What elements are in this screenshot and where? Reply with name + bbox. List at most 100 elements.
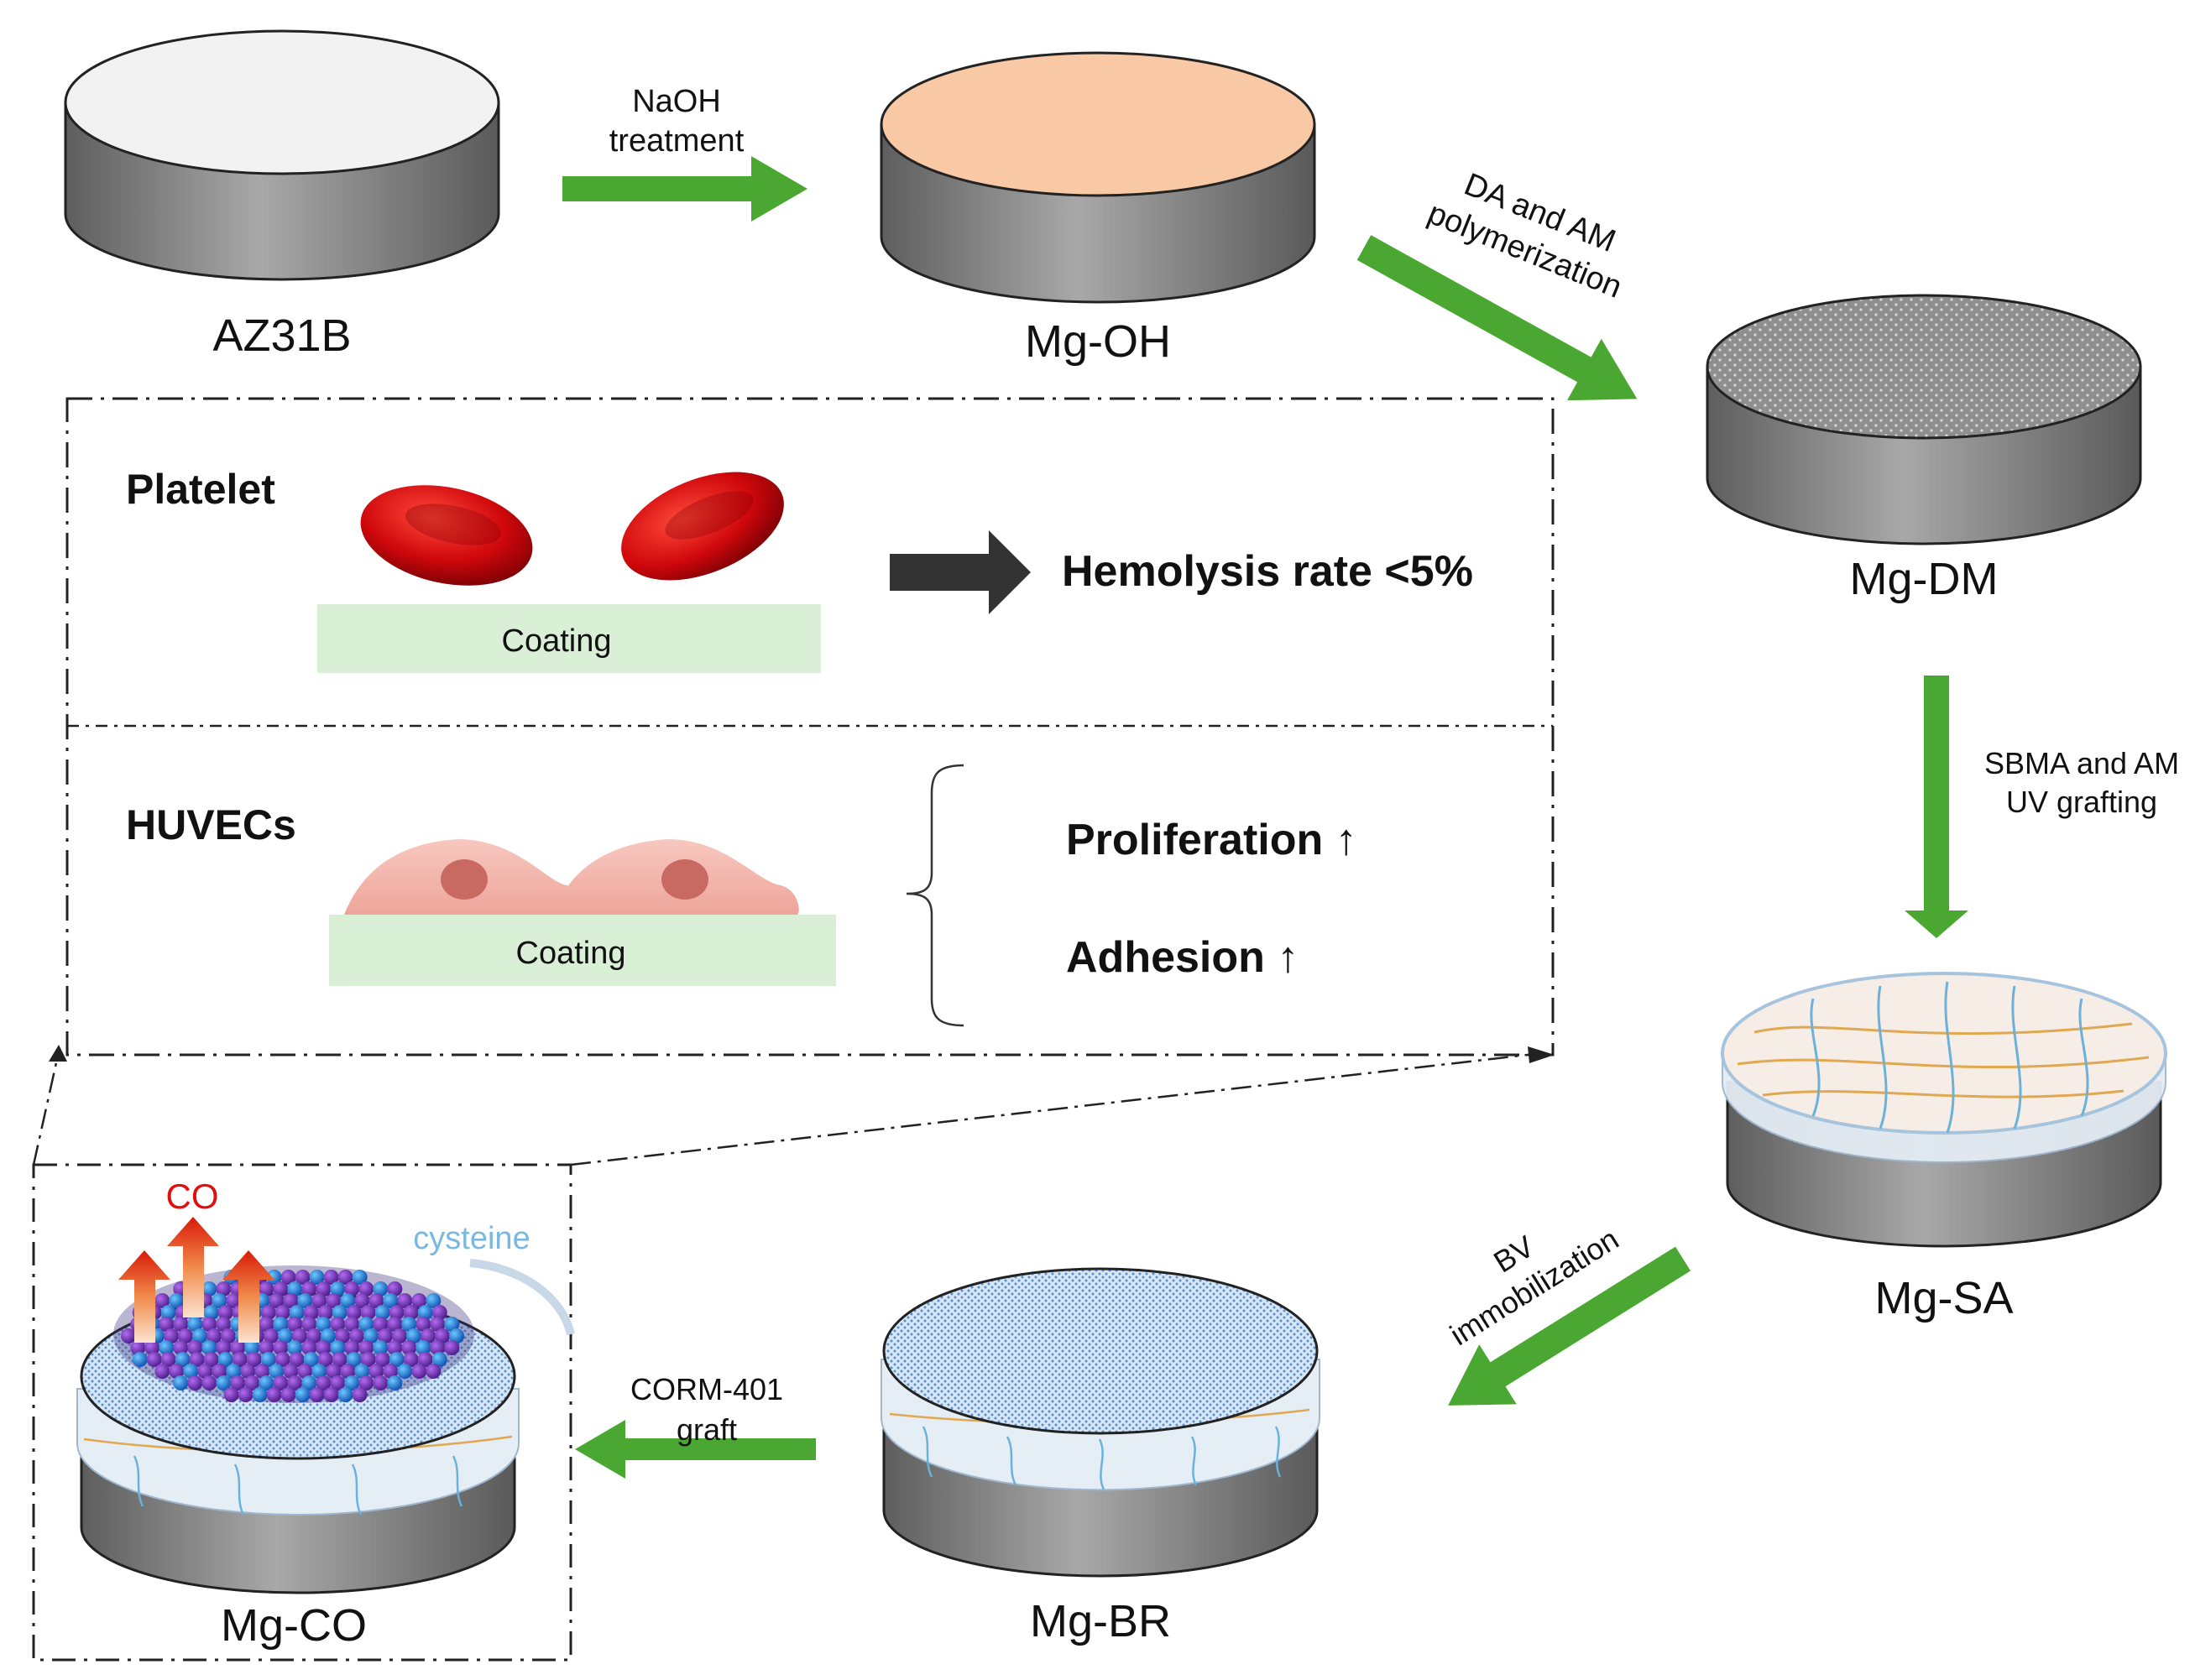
particle — [203, 1305, 219, 1320]
platelet-title: Platelet — [126, 466, 275, 513]
particle — [360, 1305, 376, 1320]
particle — [430, 1317, 446, 1332]
particle — [244, 1340, 260, 1355]
particle — [287, 1317, 303, 1332]
particle — [295, 1387, 311, 1402]
particle — [169, 1364, 185, 1379]
particle — [280, 1270, 296, 1285]
particle — [264, 1328, 279, 1343]
particle — [449, 1328, 464, 1343]
particle — [283, 1293, 299, 1308]
arrow-naoh — [562, 156, 807, 222]
particle — [159, 1317, 175, 1332]
particle — [175, 1352, 191, 1367]
particle — [259, 1375, 274, 1390]
particle — [358, 1340, 374, 1355]
particle — [444, 1317, 460, 1332]
particle — [392, 1328, 407, 1343]
particle — [387, 1340, 403, 1355]
particle — [352, 1387, 368, 1402]
particle — [216, 1281, 232, 1297]
particle — [164, 1328, 179, 1343]
particle — [352, 1270, 368, 1285]
particle — [289, 1305, 305, 1320]
label-mg-co: Mg-CO — [221, 1600, 367, 1651]
particle — [201, 1340, 217, 1355]
particle — [238, 1387, 253, 1402]
particle — [373, 1281, 389, 1297]
particle — [183, 1364, 199, 1379]
particle — [160, 1305, 176, 1320]
particle — [260, 1305, 276, 1320]
particle — [173, 1375, 189, 1390]
particle — [230, 1375, 246, 1390]
particle — [411, 1364, 427, 1379]
particle — [154, 1293, 170, 1308]
particle — [266, 1270, 282, 1285]
particle — [373, 1340, 389, 1355]
particle — [387, 1375, 403, 1390]
particle — [368, 1364, 384, 1379]
particle — [426, 1293, 442, 1308]
label-az31b: AZ31B — [212, 310, 351, 361]
particle — [340, 1364, 356, 1379]
particle — [337, 1270, 353, 1285]
particle — [246, 1352, 262, 1367]
particle — [301, 1375, 317, 1390]
particle — [431, 1352, 447, 1367]
particle — [309, 1387, 325, 1402]
particle — [221, 1328, 236, 1343]
particle — [373, 1317, 389, 1332]
particle — [217, 1352, 233, 1367]
particle — [130, 1340, 146, 1355]
particle — [383, 1293, 399, 1308]
label-mg-sa: Mg-SA — [1874, 1273, 2013, 1323]
particle — [154, 1364, 170, 1379]
label-mg-oh: Mg-OH — [1025, 316, 1171, 367]
particle — [326, 1293, 342, 1308]
particle — [297, 1293, 313, 1308]
particle — [358, 1375, 374, 1390]
particle — [330, 1340, 346, 1355]
particle — [403, 1305, 419, 1320]
particle — [192, 1328, 207, 1343]
particle — [430, 1340, 446, 1355]
particle — [240, 1364, 256, 1379]
huvecs-title: HUVECs — [126, 801, 296, 848]
disk-mg-br — [881, 1267, 1320, 1578]
particle — [349, 1328, 364, 1343]
particle — [444, 1340, 460, 1355]
coating-label-2: Coating — [516, 936, 626, 971]
particle — [292, 1328, 307, 1343]
red-blood-cell-right — [621, 472, 784, 581]
particle — [216, 1375, 232, 1390]
particle — [280, 1387, 296, 1402]
particle — [206, 1328, 222, 1343]
particle — [187, 1375, 203, 1390]
particle — [311, 1364, 327, 1379]
particle — [273, 1281, 289, 1297]
result-arrow — [890, 530, 1031, 614]
particle — [323, 1387, 339, 1402]
adhesion-result: Adhesion ↑ — [1066, 933, 1299, 982]
particle — [374, 1305, 390, 1320]
particle — [287, 1375, 303, 1390]
particle — [159, 1340, 175, 1355]
connector-left — [32, 1058, 59, 1166]
particle — [173, 1340, 189, 1355]
particle — [273, 1375, 289, 1390]
co-arrows — [118, 1217, 274, 1343]
particle — [144, 1340, 160, 1355]
particle — [260, 1352, 276, 1367]
particle — [273, 1340, 289, 1355]
particle — [363, 1328, 379, 1343]
co-label: CO — [166, 1177, 219, 1216]
particle — [373, 1375, 389, 1390]
particle — [189, 1352, 205, 1367]
particle — [226, 1364, 242, 1379]
particle — [212, 1293, 227, 1308]
arrow-da-am — [1356, 235, 1638, 401]
particle — [289, 1352, 305, 1367]
proliferation-result: Proliferation ↑ — [1066, 816, 1357, 864]
